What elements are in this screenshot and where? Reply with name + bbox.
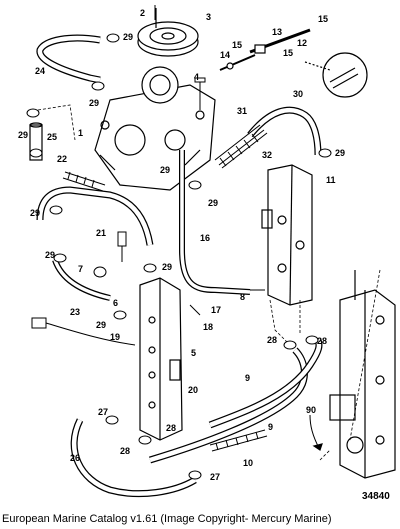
callout-8: 8: [240, 292, 245, 302]
callout-29: 29: [208, 198, 218, 208]
callout-29: 29: [335, 148, 345, 158]
callout-16: 16: [200, 233, 210, 243]
bellows-22: [62, 171, 106, 192]
callout-23: 23: [70, 307, 80, 317]
callout-90: 90: [306, 405, 316, 415]
callout-29: 29: [160, 165, 170, 175]
callout-20: 20: [188, 385, 198, 395]
callout-28: 28: [166, 423, 176, 433]
callout-19: 19: [110, 332, 120, 342]
sensor-19: [31, 317, 136, 346]
callout-29: 29: [18, 130, 28, 140]
callout-15: 15: [232, 40, 242, 50]
callout-26: 26: [70, 453, 80, 463]
hose-clamps: [26, 33, 332, 480]
callout-29: 29: [45, 250, 55, 260]
callout-29: 29: [89, 98, 99, 108]
callout-17: 17: [211, 305, 221, 315]
pump-body: [94, 66, 216, 191]
callout-1: 1: [78, 128, 83, 138]
callout-2: 2: [140, 8, 145, 18]
callout-29: 29: [96, 320, 106, 330]
callout-27: 27: [210, 472, 220, 482]
callout-27: 27: [98, 407, 108, 417]
detail-circle: [304, 52, 368, 98]
callout-6: 6: [113, 298, 118, 308]
manifold-right: [261, 164, 313, 306]
callout-5: 5: [191, 348, 196, 358]
callout-30: 30: [293, 89, 303, 99]
callout-15: 15: [283, 48, 293, 58]
callout-11: 11: [326, 175, 336, 185]
callout-7: 7: [78, 264, 83, 274]
callout-28: 28: [120, 446, 130, 456]
callout-32: 32: [262, 150, 272, 160]
callout-28: 28: [317, 336, 327, 346]
pulley: [137, 8, 199, 57]
callout-15: 15: [318, 14, 328, 24]
callout-4: 4: [194, 72, 199, 82]
manifold-left: [139, 277, 183, 441]
callout-13: 13: [272, 27, 282, 37]
callout-31: 31: [237, 106, 247, 116]
sensor-7: [93, 231, 127, 278]
callout-21: 21: [96, 228, 106, 238]
callout-29: 29: [162, 262, 172, 272]
callout-28: 28: [267, 335, 277, 345]
callout-22: 22: [57, 154, 67, 164]
manifold-inset: [329, 270, 396, 479]
bellows-31: [214, 124, 268, 169]
callout-25: 25: [47, 132, 57, 142]
callout-14: 14: [220, 50, 230, 60]
fittings: [219, 28, 311, 71]
callout-18: 18: [203, 322, 213, 332]
callout-29: 29: [30, 208, 40, 218]
callout-29: 29: [123, 32, 133, 42]
callout-24: 24: [35, 66, 45, 76]
callout-3: 3: [206, 12, 211, 22]
callout-9: 9: [268, 422, 273, 432]
reference-number: 34840: [362, 491, 390, 502]
bellows-10: [209, 429, 268, 452]
image-caption: European Marine Catalog v1.61 (Image Cop…: [2, 513, 332, 525]
bolts: [154, 5, 265, 316]
callout-10: 10: [243, 458, 253, 468]
callout-9: 9: [245, 373, 250, 383]
callout-12: 12: [297, 38, 307, 48]
hose-21: [36, 186, 154, 246]
